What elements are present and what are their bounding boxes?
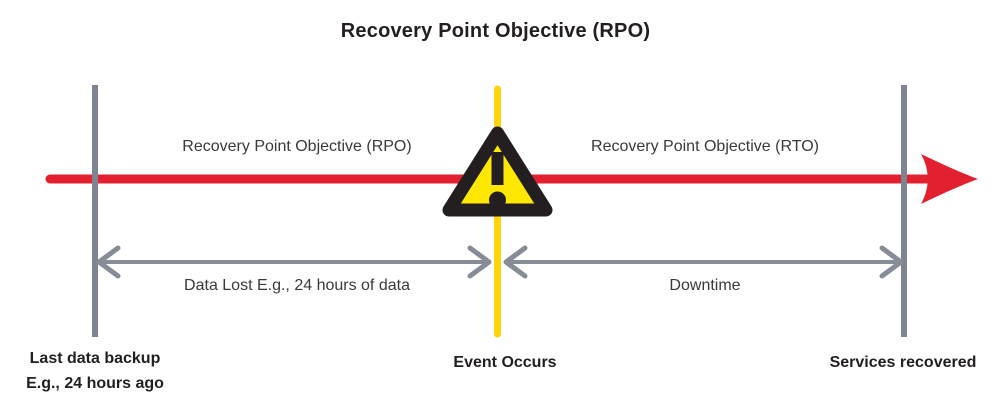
warning-triangle-icon: [442, 126, 553, 217]
downtime-span-label: Downtime: [669, 277, 741, 294]
left-span-chevron-left: [96, 245, 121, 279]
left-span-chevron-right: [467, 245, 492, 279]
rto-segment-label: Recovery Point Objective (RTO): [591, 138, 819, 155]
rpo-segment-label: Recovery Point Objective (RPO): [182, 138, 412, 155]
right-span-chevron-left: [503, 245, 528, 279]
last-backup-caption: Last data backup E.g., 24 hours ago: [26, 346, 164, 396]
left-span-arrow: [96, 245, 492, 279]
diagram-title: Recovery Point Objective (RPO): [340, 20, 651, 42]
data-lost-span-label: Data Lost E.g., 24 hours of data: [184, 277, 410, 294]
right-span-arrow: [503, 245, 904, 279]
event-occurs-caption: Event Occurs: [453, 354, 557, 371]
timeline-arrowhead: [921, 154, 978, 204]
last-backup-caption-line1: Last data backup: [29, 350, 161, 367]
right-span-chevron-right: [879, 245, 904, 279]
warning-exclamation-dot: [489, 191, 506, 209]
last-backup-caption-line2: E.g., 24 hours ago: [26, 375, 164, 392]
services-recovered-caption: Services recovered: [829, 354, 977, 371]
